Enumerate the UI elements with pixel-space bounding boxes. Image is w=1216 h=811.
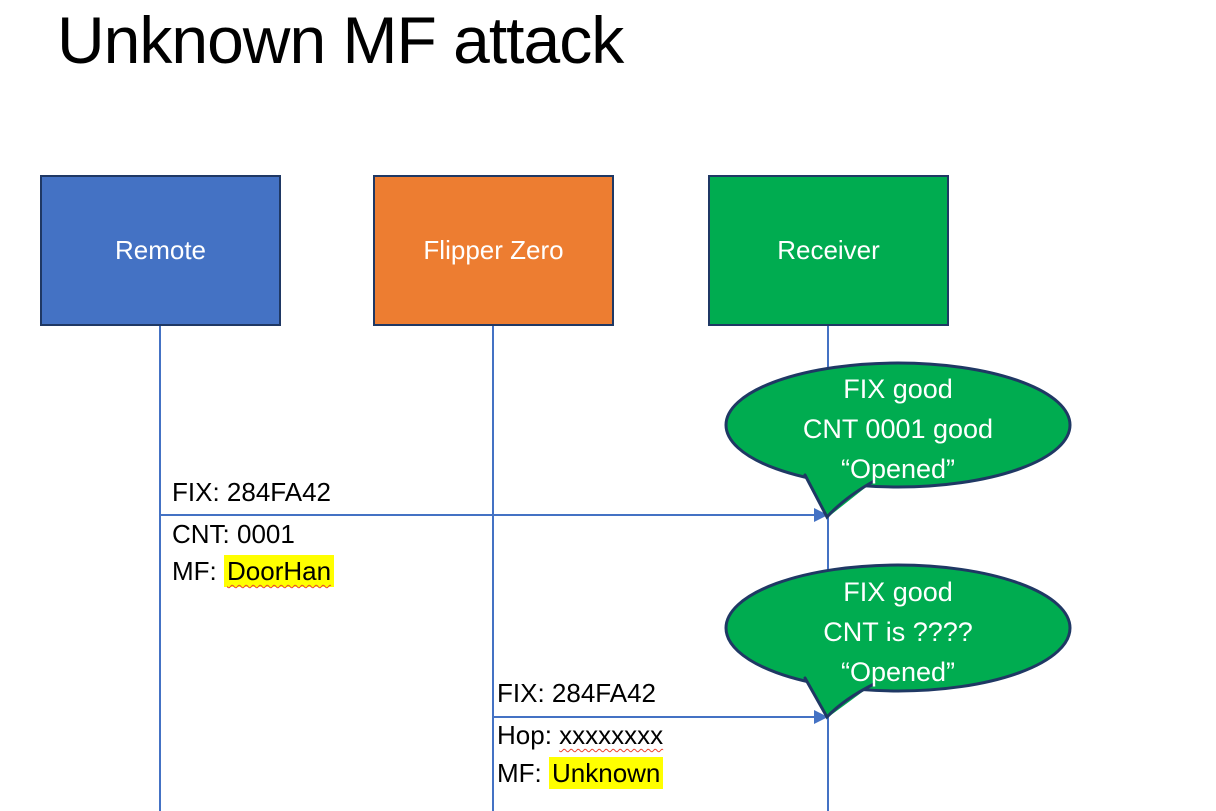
- callout1-line3: “Opened”: [840, 454, 956, 484]
- message2-fix-label: FIX: 284FA42: [497, 678, 656, 708]
- message1-cnt-label: CNT: 0001: [172, 519, 295, 549]
- actor-box-remote: Remote: [40, 175, 281, 326]
- actor-box-receiver: Receiver: [708, 175, 949, 326]
- callout1-text: FIX good CNT 0001 good “Opened”: [726, 369, 1070, 489]
- callout1-line2: CNT 0001 good: [802, 414, 994, 444]
- lifeline-flipper-zero: [492, 326, 494, 811]
- message1-mf-label: MF: DoorHan: [172, 555, 335, 587]
- actor-box-flipper-zero: Flipper Zero: [373, 175, 614, 326]
- message-arrow-flipper-to-receiver: [493, 716, 816, 718]
- page-title: Unknown MF attack: [57, 3, 624, 77]
- callout2-line3: “Opened”: [840, 657, 956, 687]
- callout1-line1: FIX good: [843, 374, 953, 404]
- actor-label-remote: Remote: [114, 235, 207, 265]
- callout-bubble-2: [724, 563, 1072, 720]
- actor-label-receiver: Receiver: [777, 235, 880, 265]
- message1-fix-label: FIX: 284FA42: [172, 477, 331, 507]
- message2-hop-value: xxxxxxxx: [559, 720, 664, 750]
- message2-hop-prefix: Hop:: [497, 720, 560, 750]
- message1-mf-value-highlighted: DoorHan: [224, 555, 335, 587]
- callout-bubble-1: [724, 361, 1072, 520]
- callout2-text: FIX good CNT is ???? “Opened”: [726, 572, 1070, 692]
- actor-label-flipper-zero: Flipper Zero: [423, 235, 564, 265]
- lifeline-receiver: [827, 326, 829, 811]
- callout2-line2: CNT is ????: [823, 617, 973, 647]
- callout2-line1: FIX good: [843, 577, 953, 607]
- message-arrow-remote-to-receiver: [160, 514, 816, 516]
- message1-mf-prefix: MF:: [172, 556, 224, 586]
- lifeline-remote: [159, 326, 161, 811]
- message2-hop-label: Hop: xxxxxxxx: [497, 720, 663, 751]
- message2-mf-value-highlighted: Unknown: [549, 757, 664, 789]
- message2-mf-prefix: MF:: [497, 758, 549, 788]
- message2-mf-label: MF: Unknown: [497, 757, 664, 789]
